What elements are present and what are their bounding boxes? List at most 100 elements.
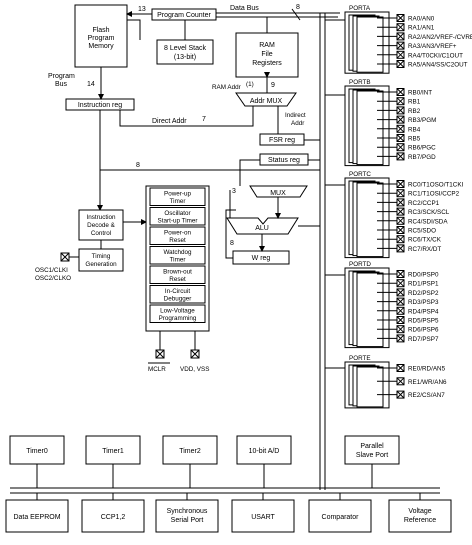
peripheral-label: 10-bit A/D bbox=[249, 448, 280, 455]
control-block-line-1: Oscillator bbox=[164, 210, 190, 217]
pin-x bbox=[396, 180, 405, 188]
addr-mux-label: Addr MUX bbox=[250, 98, 283, 105]
pin-label: RA4/T0CKI/C1OUT bbox=[408, 52, 463, 59]
control-block-line-2: Reset bbox=[169, 237, 186, 244]
decode-bus-width: 8 bbox=[136, 162, 140, 169]
instruction-reg-label: Instruction reg bbox=[78, 102, 122, 109]
osc-line-2: OSC2/CLKO bbox=[35, 275, 71, 282]
peripheral-block bbox=[344, 435, 400, 465]
pin-label: RD1/PSP1 bbox=[408, 281, 439, 288]
port-name: PORTA bbox=[349, 5, 371, 12]
pin-x bbox=[396, 115, 405, 124]
control-block-line-1: Low-Voltage bbox=[160, 308, 195, 315]
ram-addr-note: (1) bbox=[246, 81, 254, 88]
flash-line-2: Program bbox=[88, 35, 115, 42]
pin-label: RB2 bbox=[408, 108, 421, 115]
peripheral-label: Timer0 bbox=[26, 448, 48, 455]
pin-label: RE1/WR/AN6 bbox=[408, 379, 447, 386]
port-name: PORTC bbox=[349, 171, 371, 178]
pin-label: RD7/PSP7 bbox=[408, 336, 439, 343]
peripheral-block bbox=[308, 499, 372, 533]
pin-label: RC5/SDO bbox=[408, 228, 436, 235]
peripheral-block bbox=[9, 435, 65, 465]
vdd-pin-x bbox=[190, 349, 200, 359]
pin-x bbox=[396, 189, 405, 198]
mux-block bbox=[249, 185, 308, 198]
pin-x bbox=[396, 23, 405, 32]
pin-x bbox=[396, 270, 405, 278]
pin-label: RB6/PGC bbox=[408, 145, 436, 152]
pin-label: RD6/PSP6 bbox=[408, 327, 439, 334]
ports-group: PORTARA0/AN0RA1/AN1RA2/AN2/VREF-/CVREFRA… bbox=[344, 5, 472, 409]
peripheral-block bbox=[162, 435, 218, 465]
pin-x bbox=[396, 390, 405, 399]
pin-label: RB5 bbox=[408, 136, 421, 143]
pin-label: RC7/RX/DT bbox=[408, 246, 441, 253]
stack-line-1: 8 Level Stack bbox=[164, 45, 207, 52]
data-bus-width: 8 bbox=[296, 4, 300, 11]
peripheral-block bbox=[5, 499, 69, 533]
pin-x bbox=[396, 124, 405, 133]
pin-x bbox=[396, 297, 405, 306]
pin-x bbox=[396, 306, 405, 315]
timing-line-1: Timing bbox=[92, 253, 111, 260]
w-bus-width: 8 bbox=[230, 240, 234, 247]
pin-x bbox=[396, 152, 405, 161]
pin-x bbox=[396, 50, 405, 59]
pin-label: RD5/PSP5 bbox=[408, 318, 439, 325]
pin-x bbox=[396, 134, 405, 142]
port-name: PORTE bbox=[349, 355, 371, 362]
pin-label: RA5/AN4/SS/C2OUT bbox=[408, 62, 468, 69]
w-reg-label: W reg bbox=[252, 255, 271, 262]
pin-x bbox=[396, 334, 405, 343]
control-block bbox=[149, 285, 206, 304]
program-counter-label: Program Counter bbox=[157, 12, 211, 19]
pin-x bbox=[396, 32, 405, 41]
direct-addr-width: 7 bbox=[202, 116, 206, 123]
bus-slash bbox=[291, 8, 301, 21]
pin-label: RD4/PSP4 bbox=[408, 308, 439, 315]
peripheral-label: CCP1,2 bbox=[101, 514, 126, 521]
control-block bbox=[149, 246, 206, 265]
program-bus-line-2: Bus bbox=[55, 81, 68, 88]
alu-feedback-width: 3 bbox=[232, 188, 236, 195]
peripheral-label: Timer1 bbox=[102, 448, 124, 455]
addr-width: 9 bbox=[271, 82, 275, 89]
mux-label: MUX bbox=[270, 190, 286, 197]
pin-label: RE0/RD/AN5 bbox=[408, 366, 446, 373]
peripheral-label-2: Serial Port bbox=[171, 517, 204, 524]
control-block-line-1: Power-on bbox=[164, 230, 191, 237]
status-reg-label: Status reg bbox=[268, 157, 300, 164]
osc-pin-x bbox=[60, 252, 70, 262]
pin-label: RA3/AN3/VREF+ bbox=[408, 43, 457, 50]
port-latch bbox=[356, 90, 384, 166]
w-feedback bbox=[225, 209, 236, 259]
pin-x bbox=[396, 235, 405, 244]
ram-line-1: RAM bbox=[259, 42, 275, 49]
peripheral-label-1: Voltage bbox=[408, 508, 431, 515]
pin-x bbox=[396, 97, 405, 106]
port-name: PORTD bbox=[349, 261, 371, 268]
ram-addr-label: RAM Addr bbox=[212, 84, 241, 91]
pin-label: RB3/PGM bbox=[408, 117, 436, 124]
decode-line-1: Instruction bbox=[86, 214, 116, 221]
vdd-vss-label: VDD, VSS bbox=[180, 366, 209, 373]
decode-line-3: Control bbox=[91, 230, 111, 237]
pin-label: RC6/TX/CK bbox=[408, 237, 442, 244]
peripheral-block bbox=[388, 499, 452, 533]
pin-label: RD3/PSP3 bbox=[408, 299, 439, 306]
addr-mux-block bbox=[235, 92, 297, 107]
pin-x bbox=[396, 244, 405, 253]
decode-line-2: Decode & bbox=[87, 222, 115, 229]
control-block bbox=[149, 187, 206, 206]
pin-x bbox=[396, 377, 405, 386]
port-latch bbox=[356, 182, 384, 258]
peripheral-label-1: Parallel bbox=[360, 443, 384, 450]
pin-label: RB1 bbox=[408, 99, 421, 106]
control-block-line-2: Debugger bbox=[164, 296, 192, 303]
pin-label: RB4 bbox=[408, 126, 421, 133]
control-block bbox=[149, 304, 206, 323]
